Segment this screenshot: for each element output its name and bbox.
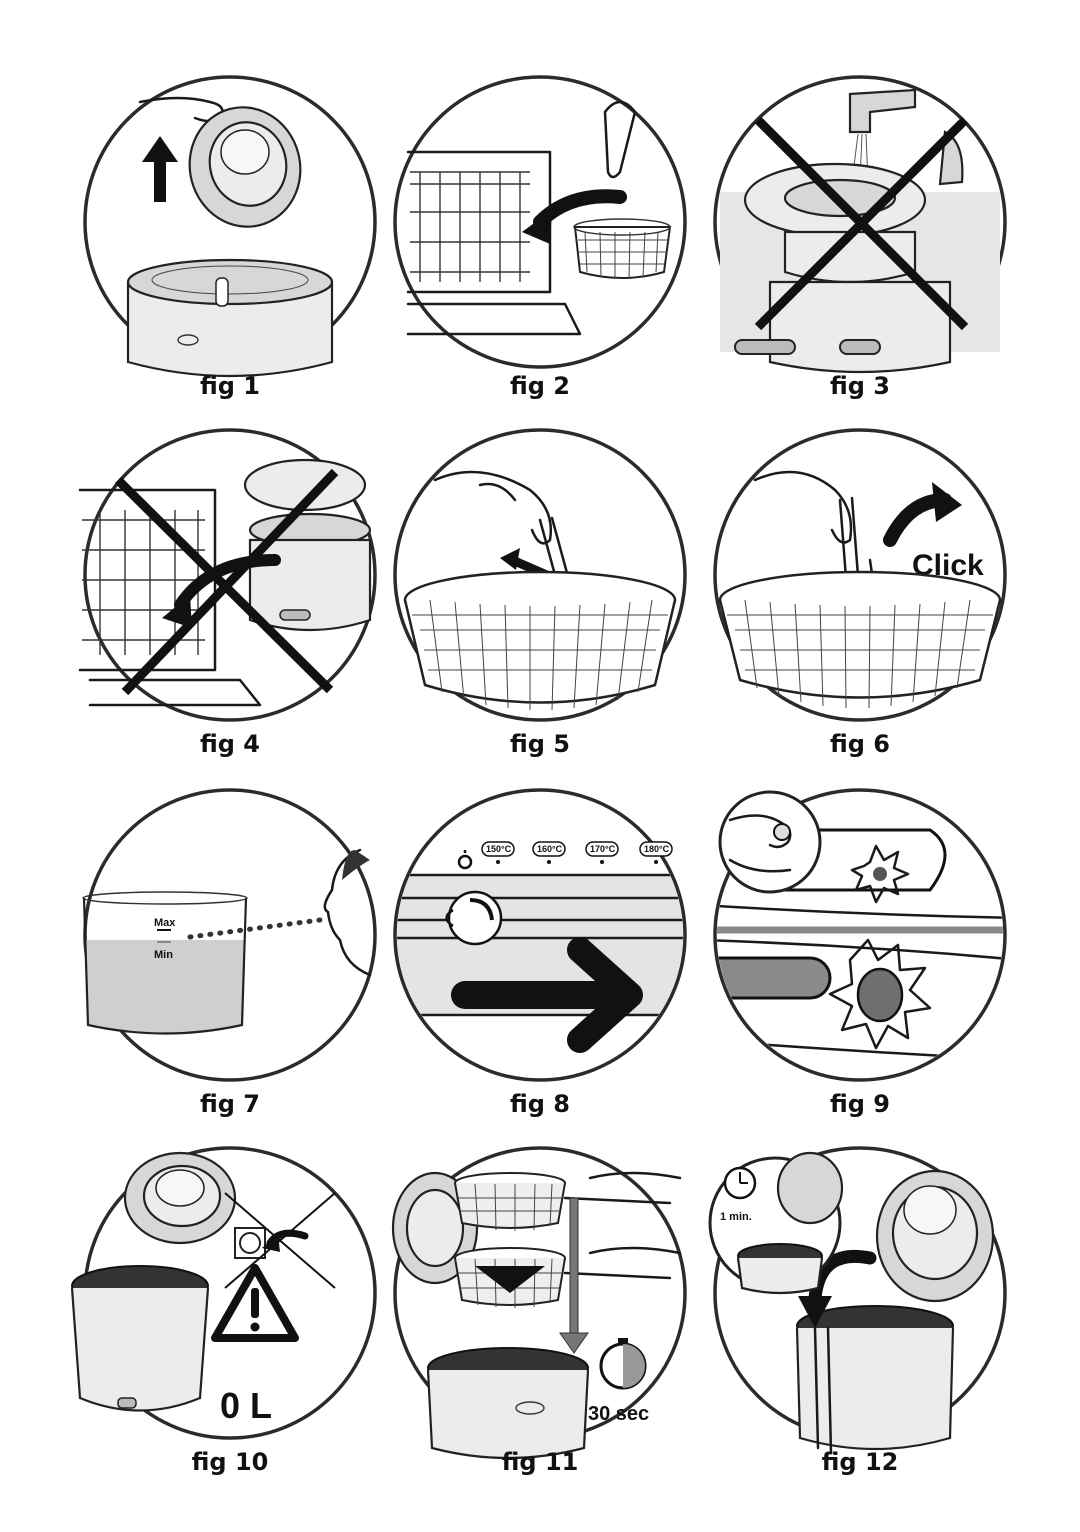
no-tap-water-illustration <box>713 75 1007 374</box>
figure-caption: fig 1 <box>199 372 261 400</box>
basket-handle-fold-illustration <box>393 428 687 722</box>
figure-9: fig 9 <box>700 788 1020 1135</box>
basket-handle-click-illustration: Click <box>713 428 1007 722</box>
figure-5: fig 5 <box>380 428 700 775</box>
figure-2: fig 2 <box>380 72 700 417</box>
max-label: Max <box>154 917 176 929</box>
volume-label: 0 L <box>220 1385 272 1426</box>
figure-caption: fig 11 <box>501 1448 579 1476</box>
figure-caption: fig 10 <box>191 1448 269 1476</box>
figure-caption: fig 4 <box>199 730 261 758</box>
figure-caption: fig 5 <box>509 730 571 758</box>
temp-170: 170°C <box>590 844 616 854</box>
dishwasher-basket-illustration <box>393 75 687 369</box>
figure-6: Click fig 6 <box>700 428 1020 775</box>
figure-4: fig 4 <box>70 428 390 775</box>
figure-caption: fig 6 <box>829 730 891 758</box>
figure-caption: fig 8 <box>509 1090 571 1118</box>
figure-caption: fig 3 <box>829 372 891 400</box>
thermostat-dial-illustration: 150°C 160°C 170°C 180°C <box>393 788 687 1082</box>
figure-caption: fig 7 <box>199 1090 261 1118</box>
figure-1: fig 1 <box>70 72 390 417</box>
temp-150: 150°C <box>486 844 512 854</box>
figure-caption: fig 2 <box>509 372 571 400</box>
figure-caption: fig 9 <box>829 1090 891 1118</box>
no-dishwasher-unit-illustration <box>78 428 377 722</box>
time-label: 30 sec <box>588 1403 649 1425</box>
figure-7: Max Min fig 7 <box>70 788 390 1135</box>
min-label: Min <box>154 949 173 961</box>
temp-160: 160°C <box>537 844 563 854</box>
oil-level-check-illustration: Max Min <box>82 788 377 1082</box>
inset-time-label: 1 min. <box>720 1211 752 1223</box>
figure-3: fig 3 <box>700 72 1020 417</box>
figure-11: 30 sec fig 11 <box>380 1146 700 1493</box>
temp-180: 180°C <box>644 844 670 854</box>
unplug-warning-illustration: 0 L <box>70 1146 377 1440</box>
figure-12: 1 min. fig 12 <box>700 1146 1020 1493</box>
figure-8: 150°C 160°C 170°C 180°C fig 8 <box>380 788 700 1135</box>
indicator-light-illustration <box>713 788 1007 1082</box>
figure-caption: fig 12 <box>821 1448 899 1476</box>
lid-removal-illustration <box>83 75 377 378</box>
figure-10: 0 L fig 10 <box>70 1146 390 1493</box>
basket-lowering-illustration: 30 sec <box>391 1146 687 1460</box>
lid-closing-illustration: 1 min. <box>708 1146 1007 1455</box>
